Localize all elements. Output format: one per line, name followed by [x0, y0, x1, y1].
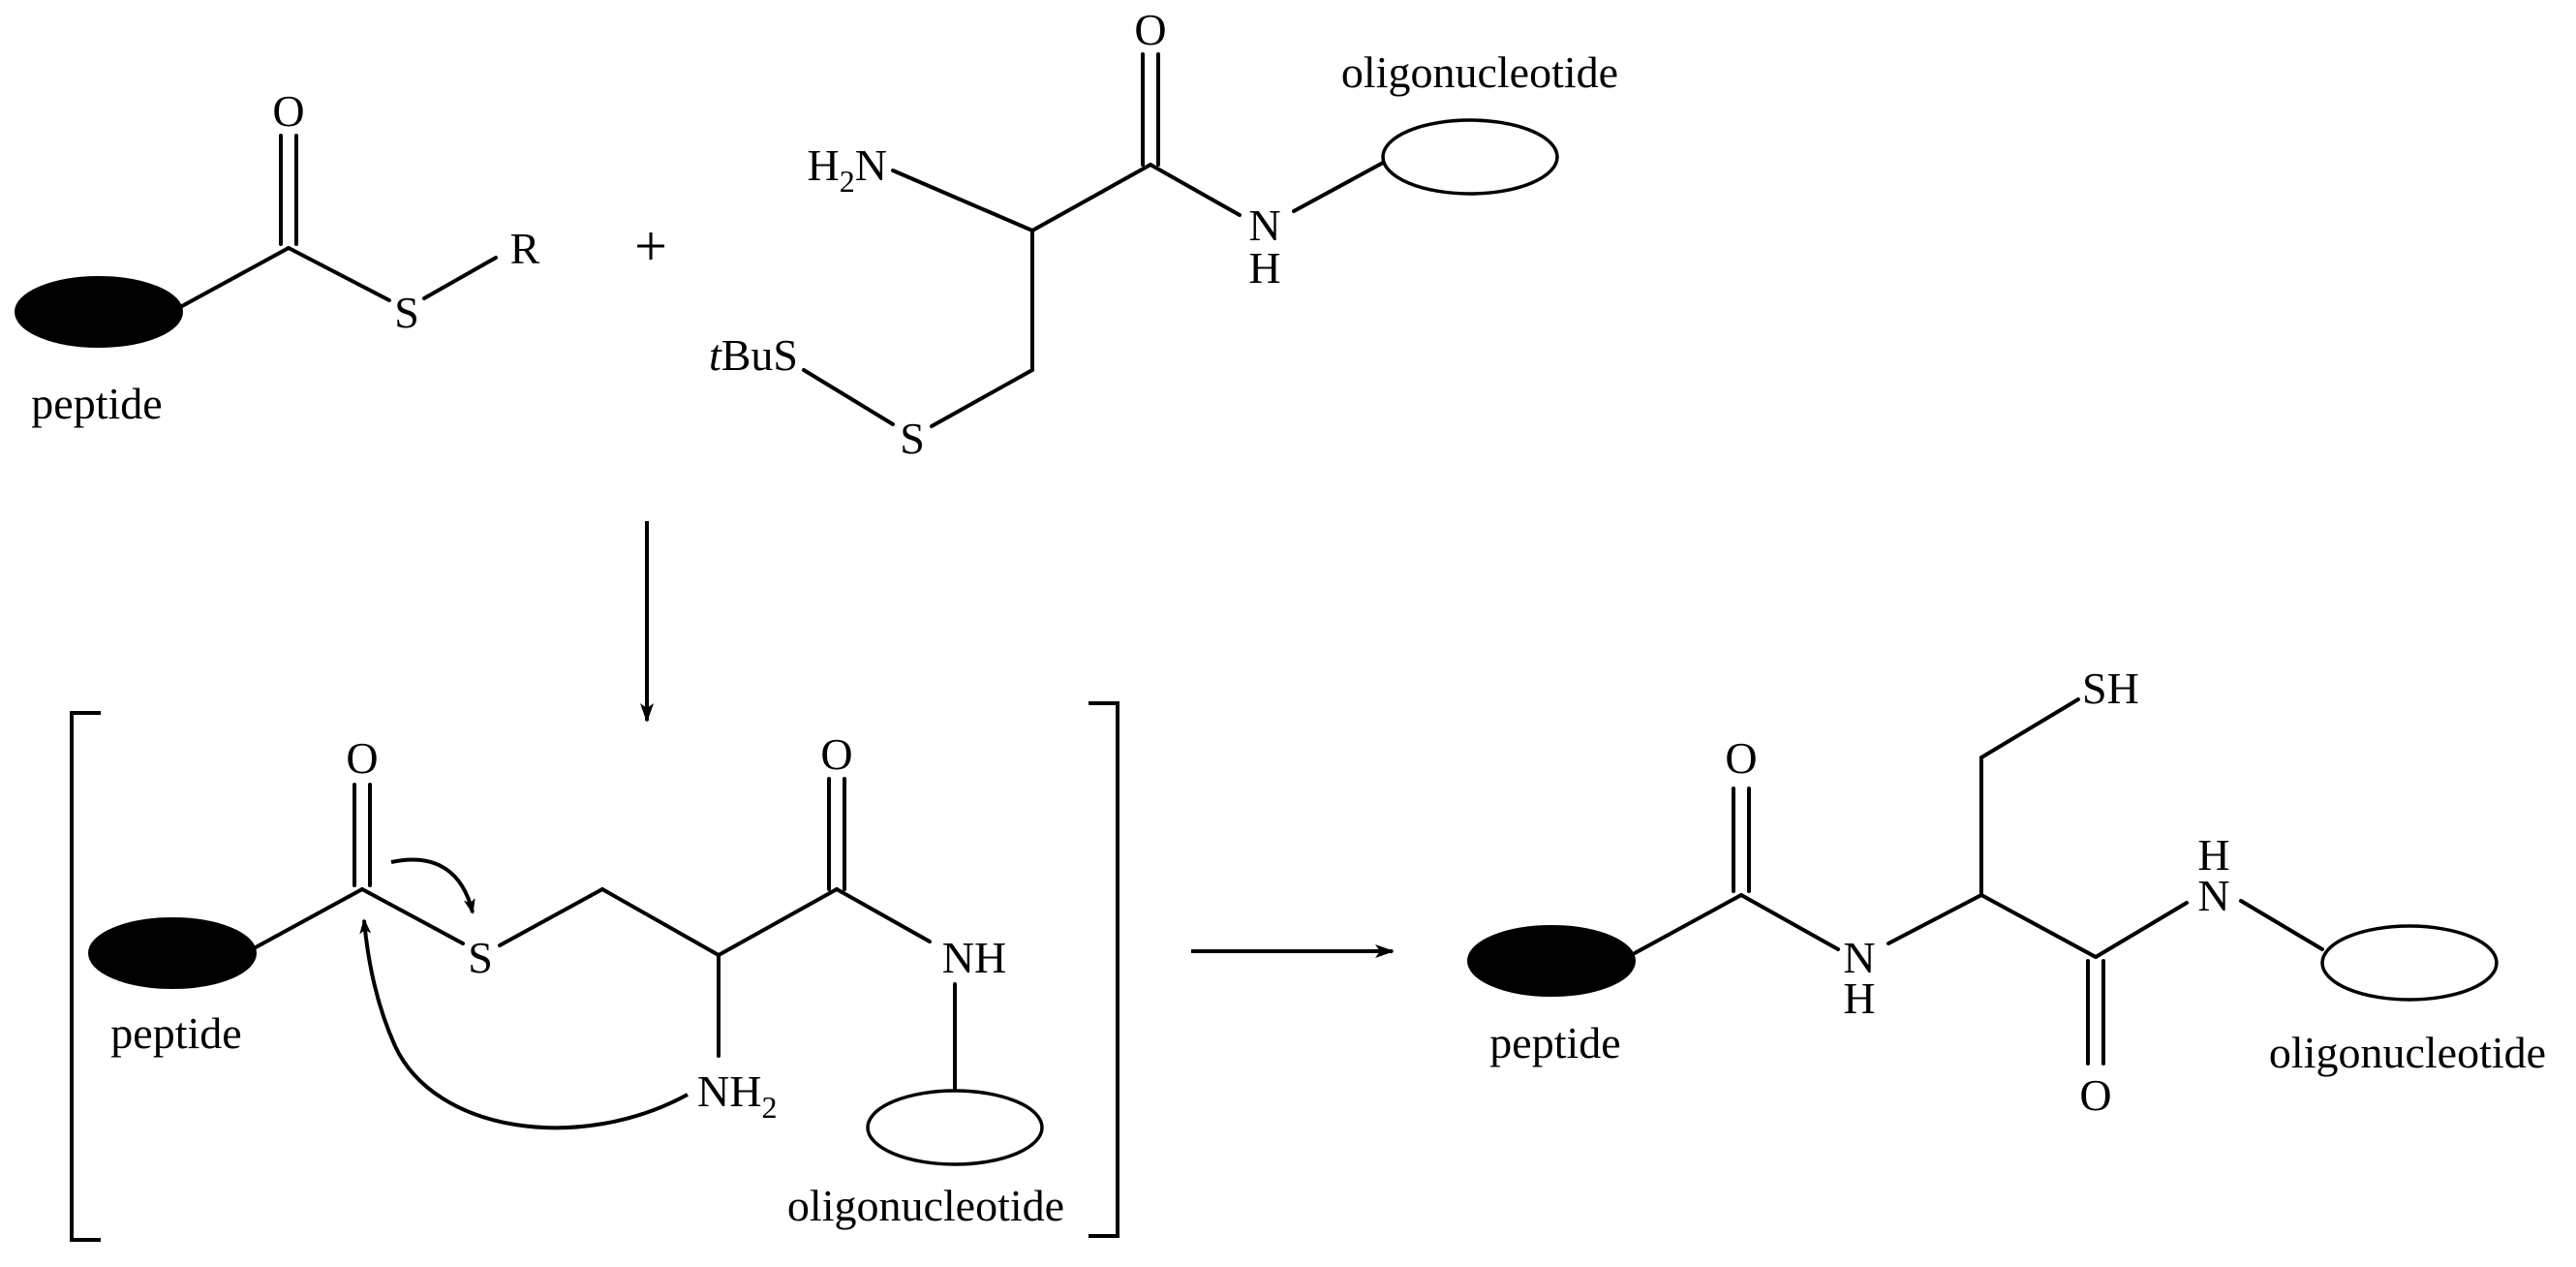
oligonucleotide-ellipse — [2320, 924, 2499, 1002]
bond — [287, 246, 391, 302]
bond — [360, 887, 465, 945]
bond — [2239, 899, 2324, 951]
oxygen-atom: O — [346, 733, 378, 783]
bond — [1979, 893, 2098, 959]
electron-arrow-carbonyl-to-sulfur — [390, 857, 475, 914]
electron-arrow-amine-to-carbonyl — [359, 918, 689, 1130]
oxygen-atom: O — [1134, 5, 1166, 54]
bond — [600, 887, 721, 957]
bond — [802, 368, 895, 426]
amide-nh: NH — [942, 933, 1006, 982]
sulfur-atom: S — [394, 288, 419, 337]
oligonucleotide-ellipse — [1381, 118, 1559, 196]
oxygen-atom: O — [1725, 733, 1757, 783]
peptide-label: peptide — [1489, 1018, 1620, 1067]
oligonucleotide-ellipse — [866, 1089, 1044, 1166]
left-bracket — [70, 711, 101, 1242]
bond — [1739, 893, 1840, 951]
thioester-intermediate: peptide O S O NH oligonucleotide NH2 — [70, 701, 1119, 1242]
bond — [254, 887, 364, 949]
bond — [1149, 163, 1242, 217]
ligation-product: peptide O N H SH O H N oligonucleotide — [1467, 664, 2546, 1120]
amine-group: H2N — [808, 140, 887, 199]
bond — [180, 246, 291, 308]
bond — [2094, 901, 2189, 959]
peptide-label: peptide — [31, 379, 162, 428]
amide-nitrogen: N — [1248, 201, 1280, 250]
bond — [1633, 893, 1743, 955]
peptide-thioester: O S R peptide — [15, 86, 540, 428]
peptide-blob — [15, 276, 183, 348]
amide-hydrogen: H — [1248, 243, 1280, 293]
cysteine-oligonucleotide-conjugate: H2N O N H oligonucleotide S tBuS — [709, 5, 1618, 463]
bond — [717, 887, 839, 957]
bond — [835, 887, 932, 943]
sulfur-atom: S — [468, 933, 493, 982]
oligonucleotide-label: oligonucleotide — [1341, 47, 1618, 97]
bond — [1292, 161, 1385, 213]
bond — [1979, 697, 2080, 759]
bond — [891, 169, 1034, 232]
oligonucleotide-label: oligonucleotide — [2269, 1028, 2546, 1077]
peptide-label: peptide — [110, 1008, 241, 1058]
sulfur-atom: S — [900, 414, 925, 463]
peptide-blob — [88, 917, 257, 989]
thiol-group: SH — [2082, 664, 2139, 713]
amide-nitrogen: N — [2197, 871, 2229, 920]
amide-hydrogen: H — [2197, 830, 2229, 880]
r-group: R — [510, 224, 540, 273]
oxygen-atom: O — [2079, 1070, 2111, 1120]
bond — [422, 256, 498, 300]
right-bracket — [1089, 701, 1119, 1238]
oxygen-atom: O — [820, 729, 852, 779]
oxygen-atom: O — [272, 86, 304, 136]
bond — [1030, 163, 1152, 232]
bond — [498, 887, 604, 947]
plus-sign: + — [634, 214, 667, 278]
bond — [1886, 893, 1983, 945]
tert-butyl-sulfide: tBuS — [709, 330, 798, 380]
bond — [930, 368, 1034, 428]
free-amine: NH2 — [697, 1066, 777, 1125]
peptide-blob — [1467, 925, 1636, 997]
oligonucleotide-label: oligonucleotide — [787, 1181, 1064, 1230]
amide-nitrogen: N — [1843, 933, 1875, 982]
amide-hydrogen: H — [1843, 973, 1875, 1023]
